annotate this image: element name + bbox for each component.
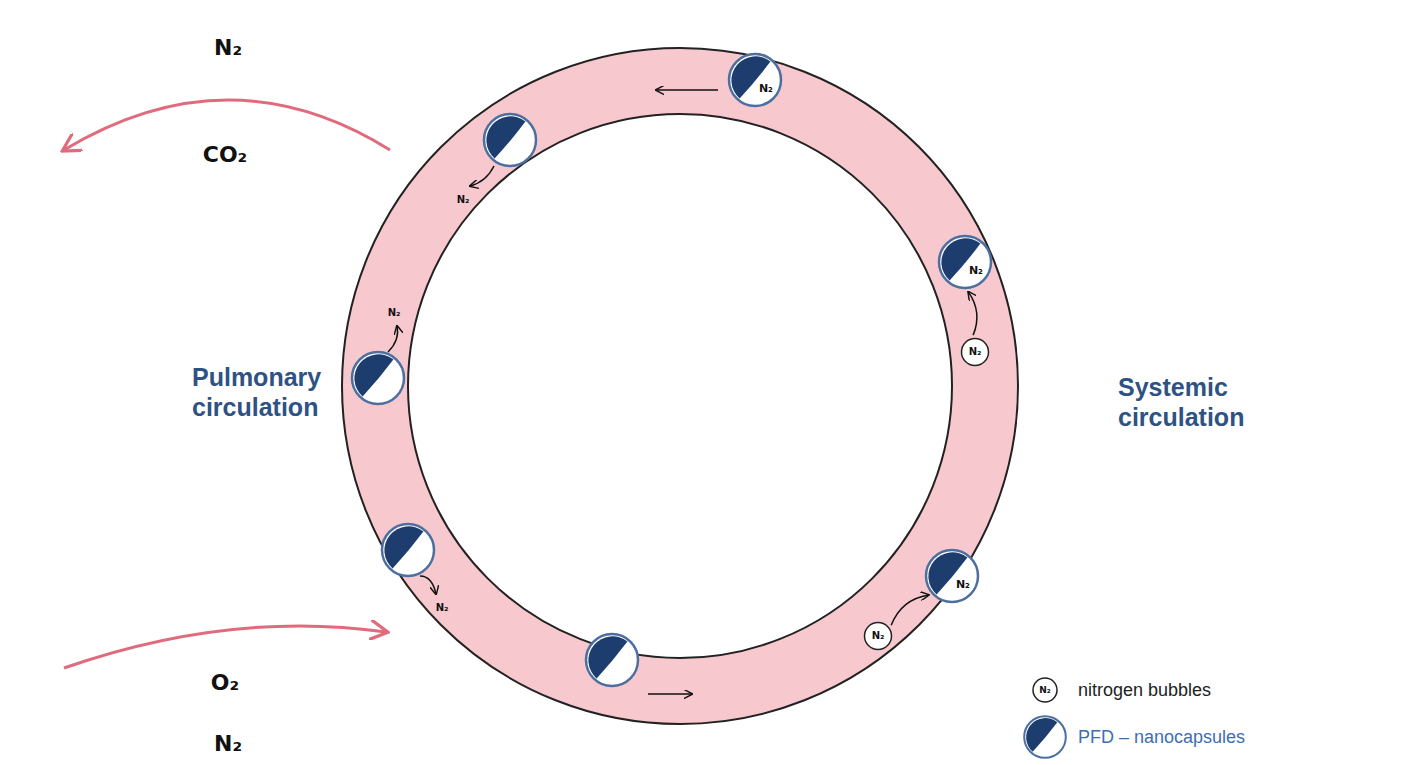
absorption-arrow: [891, 595, 928, 625]
legend-text: PFD – nanocapsules: [1078, 727, 1245, 748]
nitrogen-bubble: N₂: [960, 337, 990, 367]
gas-label: O₂: [211, 670, 239, 695]
ring-inner: [408, 114, 952, 658]
release-arrow: [470, 166, 494, 186]
gas-label: CO₂: [203, 142, 247, 167]
region-title: Pulmonary circulation: [192, 362, 342, 422]
gas-label: N₂: [956, 579, 970, 590]
capsule-shape: [937, 234, 993, 290]
region-title: Systemic circulation: [1118, 372, 1268, 432]
nanocapsule: [352, 352, 404, 404]
legend-capsule-sample: [1024, 716, 1066, 758]
flow-arrow: [656, 89, 718, 91]
released-gas-label: N₂: [436, 602, 449, 614]
nitrogen-bubble: N₂: [863, 621, 893, 651]
gas-label: N₂: [969, 347, 982, 357]
gas-label: N₂: [872, 631, 885, 641]
release-arrow: [388, 326, 398, 352]
circulation-ring: [342, 48, 1018, 724]
capsule-shape: [727, 52, 783, 108]
nanocapsule: [382, 524, 434, 576]
capsule-shape: [924, 548, 980, 604]
gas-label: N₂: [969, 265, 983, 276]
nanocapsule: [586, 634, 638, 686]
legend-text: nitrogen bubbles: [1078, 680, 1211, 701]
gas-label: N₂: [214, 35, 242, 60]
gas-label: N₂: [214, 731, 242, 756]
release-arrow: [420, 576, 436, 594]
gas-label: N₂: [759, 83, 773, 94]
released-gas-label: N₂: [388, 307, 401, 319]
pfd-nanocapsule: N₂: [727, 52, 783, 108]
pfd-nanocapsule: N₂: [924, 548, 980, 604]
legend-sample-label: N₂: [1039, 685, 1050, 695]
flow-arrow: [648, 693, 692, 695]
inhale-arrow: [64, 626, 386, 668]
released-gas-label: N₂: [457, 194, 470, 206]
legend-bubble-sample: [1033, 678, 1057, 702]
pfd-nanocapsule: N₂: [937, 234, 993, 290]
nanocapsule: [484, 114, 536, 166]
absorption-arrow: [968, 292, 977, 335]
